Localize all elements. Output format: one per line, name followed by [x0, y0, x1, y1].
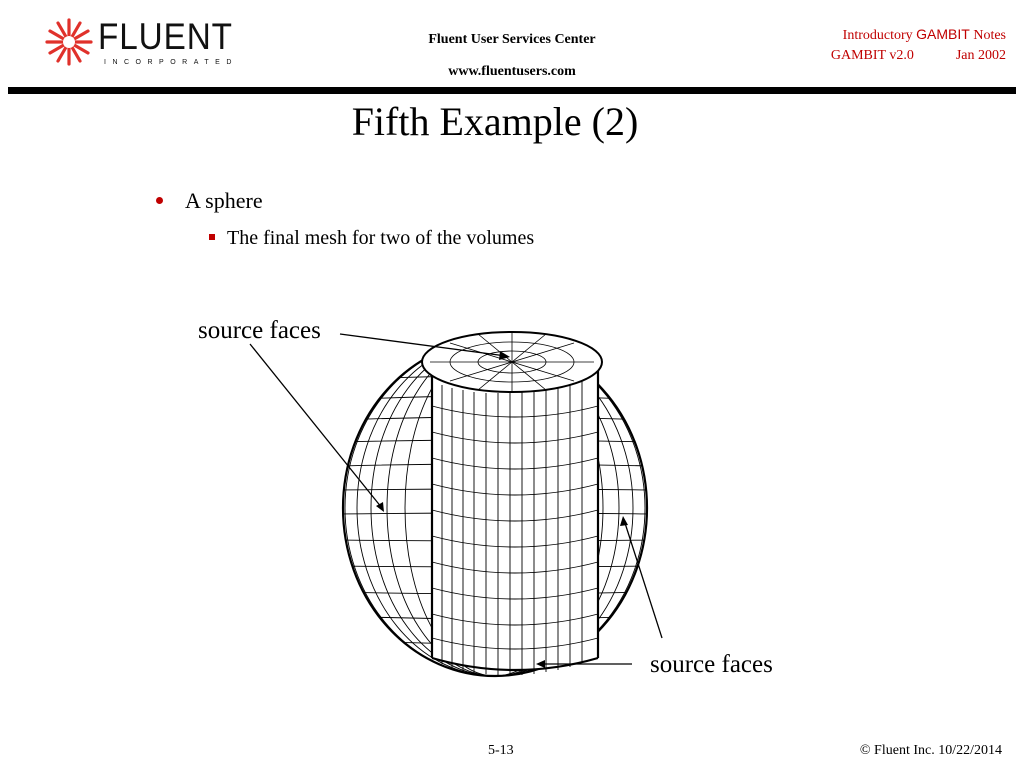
bullet-level-1: A sphere — [156, 188, 263, 214]
fluent-starburst-icon — [45, 18, 93, 66]
annotation-leaders — [249, 333, 663, 665]
header-divider — [8, 87, 1016, 94]
bullet-2-text: The final mesh for two of the volumes — [227, 227, 535, 249]
header-version-line: GAMBIT v2.0 Jan 2002 — [786, 46, 1006, 66]
page-number: 5-13 — [488, 743, 514, 758]
header-intro-word: Introductory — [842, 28, 913, 43]
bullet-level-2: The final mesh for two of the volumes — [209, 226, 534, 250]
top-cap-mesh — [430, 332, 594, 392]
header-center: Fluent User Services Center www.fluentus… — [362, 24, 662, 88]
header-center-url[interactable]: www.fluentusers.com — [448, 64, 576, 79]
header-right: Introductory GAMBIT Notes GAMBIT v2.0 Ja… — [786, 24, 1006, 66]
header-center-title: Fluent User Services Center — [428, 32, 596, 47]
copyright-notice: © Fluent Inc. 10/22/2014 — [859, 743, 1002, 758]
header-date: Jan 2002 — [955, 48, 1006, 63]
bullet-1-text: A sphere — [185, 188, 263, 213]
cylinder-bottom-edge — [431, 656, 599, 672]
header-course-line: Introductory GAMBIT Notes — [786, 24, 1006, 46]
cylinder-mesh — [431, 380, 599, 675]
logo-subtitle: INCORPORATED — [104, 59, 238, 66]
source-faces-label-top: source faces — [198, 317, 321, 344]
annotation-arrowheads — [376, 351, 628, 668]
fluent-logo: FLUENT INCORPORATED — [44, 16, 232, 68]
square-bullet-icon — [209, 234, 215, 241]
round-bullet-icon — [156, 197, 163, 205]
header-notes-word: Notes — [973, 28, 1006, 43]
source-faces-label-bottom: source faces — [650, 651, 773, 678]
header-gambit-word: GAMBIT — [916, 26, 970, 42]
header-version: GAMBIT v2.0 — [830, 48, 914, 63]
cylinder-body-fill — [432, 375, 598, 670]
logo-wordmark: FLUENT — [98, 16, 233, 57]
slide-title: Fifth Example (2) — [351, 99, 639, 144]
